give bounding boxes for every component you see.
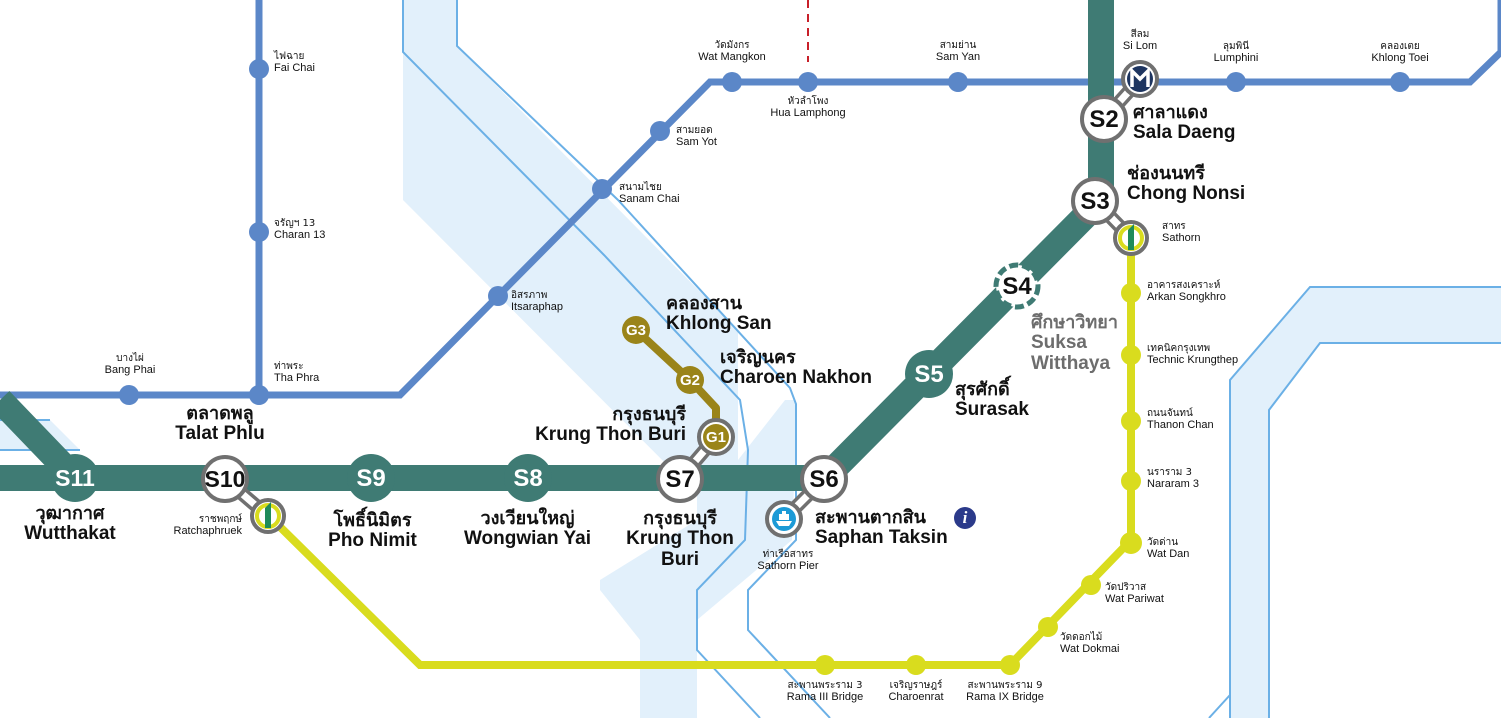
station-code-g3[interactable]: G3 (625, 322, 646, 339)
station-label-s11: วุฒากาศ Wutthakat (24, 503, 116, 544)
station-label-s5: สุรศักดิ์ Surasak (955, 379, 1029, 420)
station-code-s7[interactable]: S7 (665, 466, 695, 493)
station-label-g3: คลองสาน Khlong San (666, 293, 772, 334)
station-label-arkan-songkhro: อาคารสงเคราะห์Arkan Songkhro (1147, 280, 1226, 303)
station-code-s9[interactable]: S9 (356, 465, 386, 492)
station-label-s10: ตลาดพลู Talat Phlu (175, 403, 265, 444)
station-code-s6[interactable]: S6 (809, 466, 839, 493)
info-icon[interactable]: i (954, 507, 976, 529)
station-label-charoenrat: เจริญราษฎร์Charoenrat (888, 680, 944, 703)
blue-line-stations (119, 59, 1410, 405)
station-label-g2: เจริญนคร Charoen Nakhon (720, 347, 873, 388)
station-code-s2[interactable]: S2 (1089, 106, 1119, 133)
station-label-s7: กรุงธนบุรี Krung Thon Buri (626, 508, 734, 570)
boat-icon (776, 511, 792, 526)
station-label-lumphini: ลุมพินีLumphini (1213, 41, 1259, 64)
yellow-line-stations (815, 283, 1142, 675)
station-label-thanon-chan: ถนนจันทน์Thanon Chan (1147, 408, 1214, 431)
station-label-bang-phai: บางไผ่Bang Phai (104, 353, 156, 376)
station-label-s3: ช่องนนทรี Chong Nonsi (1127, 163, 1246, 204)
station-label-s2: ศาลาแดง Sala Daeng (1133, 102, 1236, 143)
yellow-interchange-ratchaphruek[interactable] (250, 498, 286, 534)
station-code-s3[interactable]: S3 (1080, 188, 1110, 215)
station-code-g2[interactable]: G2 (679, 372, 700, 389)
station-s4-marker[interactable] (993, 262, 1041, 310)
station-label-s8: วงเวียนใหญ่ Wongwian Yai (463, 508, 592, 549)
station-label-g1: กรุงธนบุรี Krung Thon Buri (535, 404, 686, 445)
station-code-s11[interactable]: S11 (55, 465, 95, 491)
station-code-s8[interactable]: S8 (513, 465, 543, 492)
mrt-logo-icon (1130, 66, 1150, 87)
gold-stations (622, 316, 704, 394)
station-label-ratchaphruek: ราชพฤกษ์Ratchaphruek (173, 514, 243, 537)
yellow-interchange-sathorn[interactable] (1113, 220, 1149, 256)
station-label-s9: โพธิ์นิมิตร Pho Nimit (328, 510, 417, 551)
station-code-s4[interactable]: S4 (1002, 273, 1032, 300)
station-code-g1[interactable]: G1 (705, 429, 726, 446)
station-label-wat-dokmai: วัดดอกไม้Wat Dokmai (1060, 632, 1120, 655)
sathorn-pier-badge[interactable] (765, 500, 803, 538)
station-label-s4: ศึกษาวิทยา Suksa Witthaya (1031, 312, 1118, 374)
station-code-s10[interactable]: S10 (204, 466, 246, 492)
station-label-s6: สะพานตากสิน Saphan Taksin (815, 507, 948, 548)
interchange-rings (201, 95, 1128, 503)
silom-plain-stations (51, 350, 953, 502)
station-code-s5[interactable]: S5 (914, 361, 944, 388)
